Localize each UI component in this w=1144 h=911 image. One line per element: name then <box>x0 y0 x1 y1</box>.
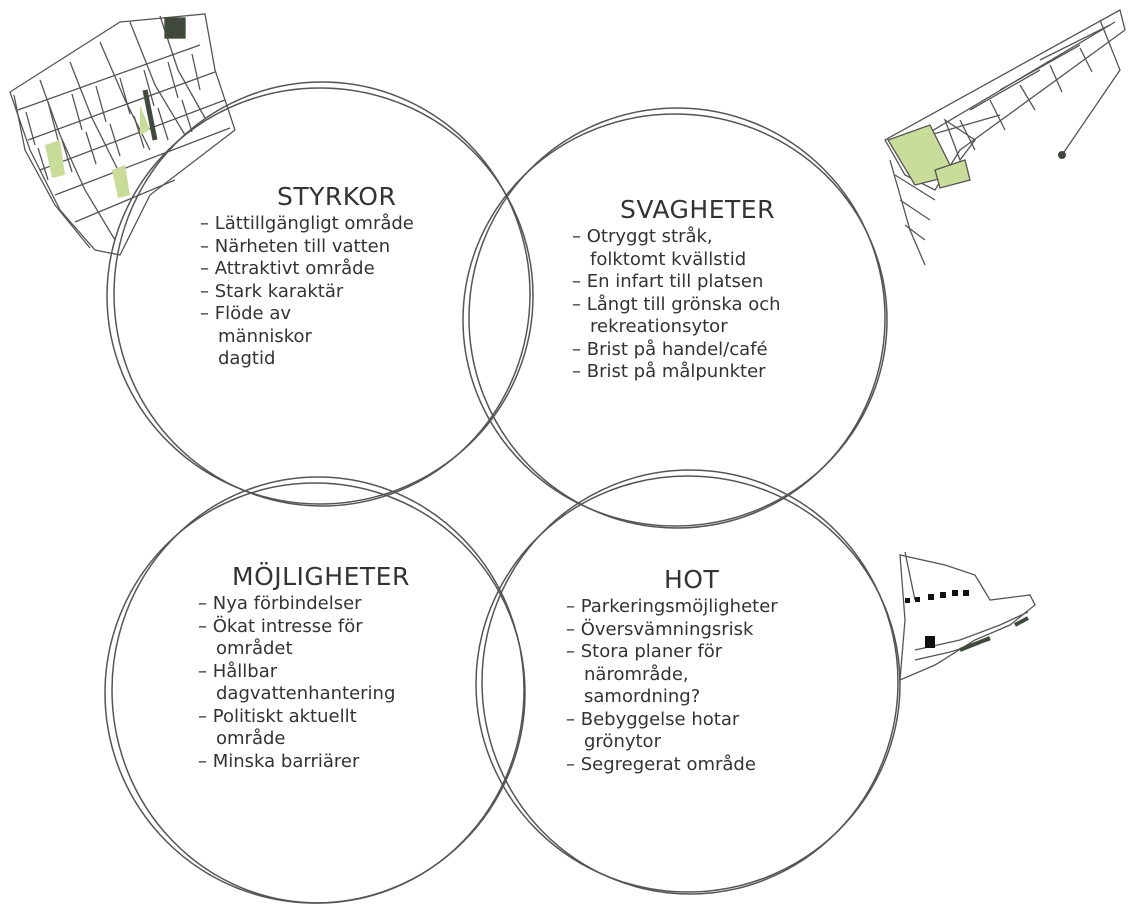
list-item: En infart till platsen <box>572 271 812 294</box>
list-item: Stora planer för närområde, samordning? <box>566 641 754 709</box>
list-item: Ökat intresse för området <box>198 616 386 661</box>
list-item: Hållbar dagvattenhantering <box>198 661 416 706</box>
weaknesses-list: Otryggt stråk, folktomt kvällstid En inf… <box>572 226 812 384</box>
list-item: Politiskt aktuellt område <box>198 706 386 751</box>
threats-title: HOT <box>664 565 720 594</box>
list-item: Översvämningsrisk <box>566 619 816 642</box>
circle-strengths <box>106 81 534 507</box>
list-item: Brist på målpunkter <box>572 361 812 384</box>
crane-sketch <box>884 9 1126 266</box>
list-item: Nya förbindelser <box>198 593 438 616</box>
circle-opportunities <box>104 476 526 904</box>
strengths-title: STYRKOR <box>277 182 397 211</box>
list-item: Flöde av människor dagtid <box>200 303 368 371</box>
threats-section: HOT Parkeringsmöjligheter Översvämningsr… <box>566 565 816 776</box>
list-item: Otryggt stråk, folktomt kvällstid <box>572 226 770 271</box>
circle-threats <box>475 469 901 895</box>
building-sketch <box>9 13 236 256</box>
opportunities-list: Nya förbindelser Ökat intresse för områd… <box>198 593 438 773</box>
strengths-list: Lättillgängligt område Närheten till vat… <box>200 213 470 371</box>
list-item: Närheten till vatten <box>200 236 470 259</box>
circle-weaknesses <box>462 107 888 529</box>
list-item: Stark karaktär <box>200 281 470 304</box>
opportunities-title: MÖJLIGHETER <box>232 562 410 591</box>
ship-sketch <box>899 551 1036 682</box>
list-item: Brist på handel/café <box>572 339 812 362</box>
weaknesses-section: SVAGHETER Otryggt stråk, folktomt kvälls… <box>572 195 812 384</box>
list-item: Segregerat område <box>566 754 816 777</box>
list-item: Parkeringsmöjligheter <box>566 596 816 619</box>
weaknesses-title: SVAGHETER <box>620 195 775 224</box>
list-item: Minska barriärer <box>198 751 438 774</box>
threats-list: Parkeringsmöjligheter Översvämningsrisk … <box>566 596 816 776</box>
list-item: Långt till grönska och rekreationsytor <box>572 294 790 339</box>
strengths-section: STYRKOR Lättillgängligt område Närheten … <box>200 182 470 371</box>
opportunities-section: MÖJLIGHETER Nya förbindelser Ökat intres… <box>198 562 438 773</box>
list-item: Lättillgängligt område <box>200 213 470 236</box>
swot-circles <box>104 81 901 904</box>
list-item: Bebyggelse hotar grönytor <box>566 709 754 754</box>
list-item: Attraktivt område <box>200 258 470 281</box>
